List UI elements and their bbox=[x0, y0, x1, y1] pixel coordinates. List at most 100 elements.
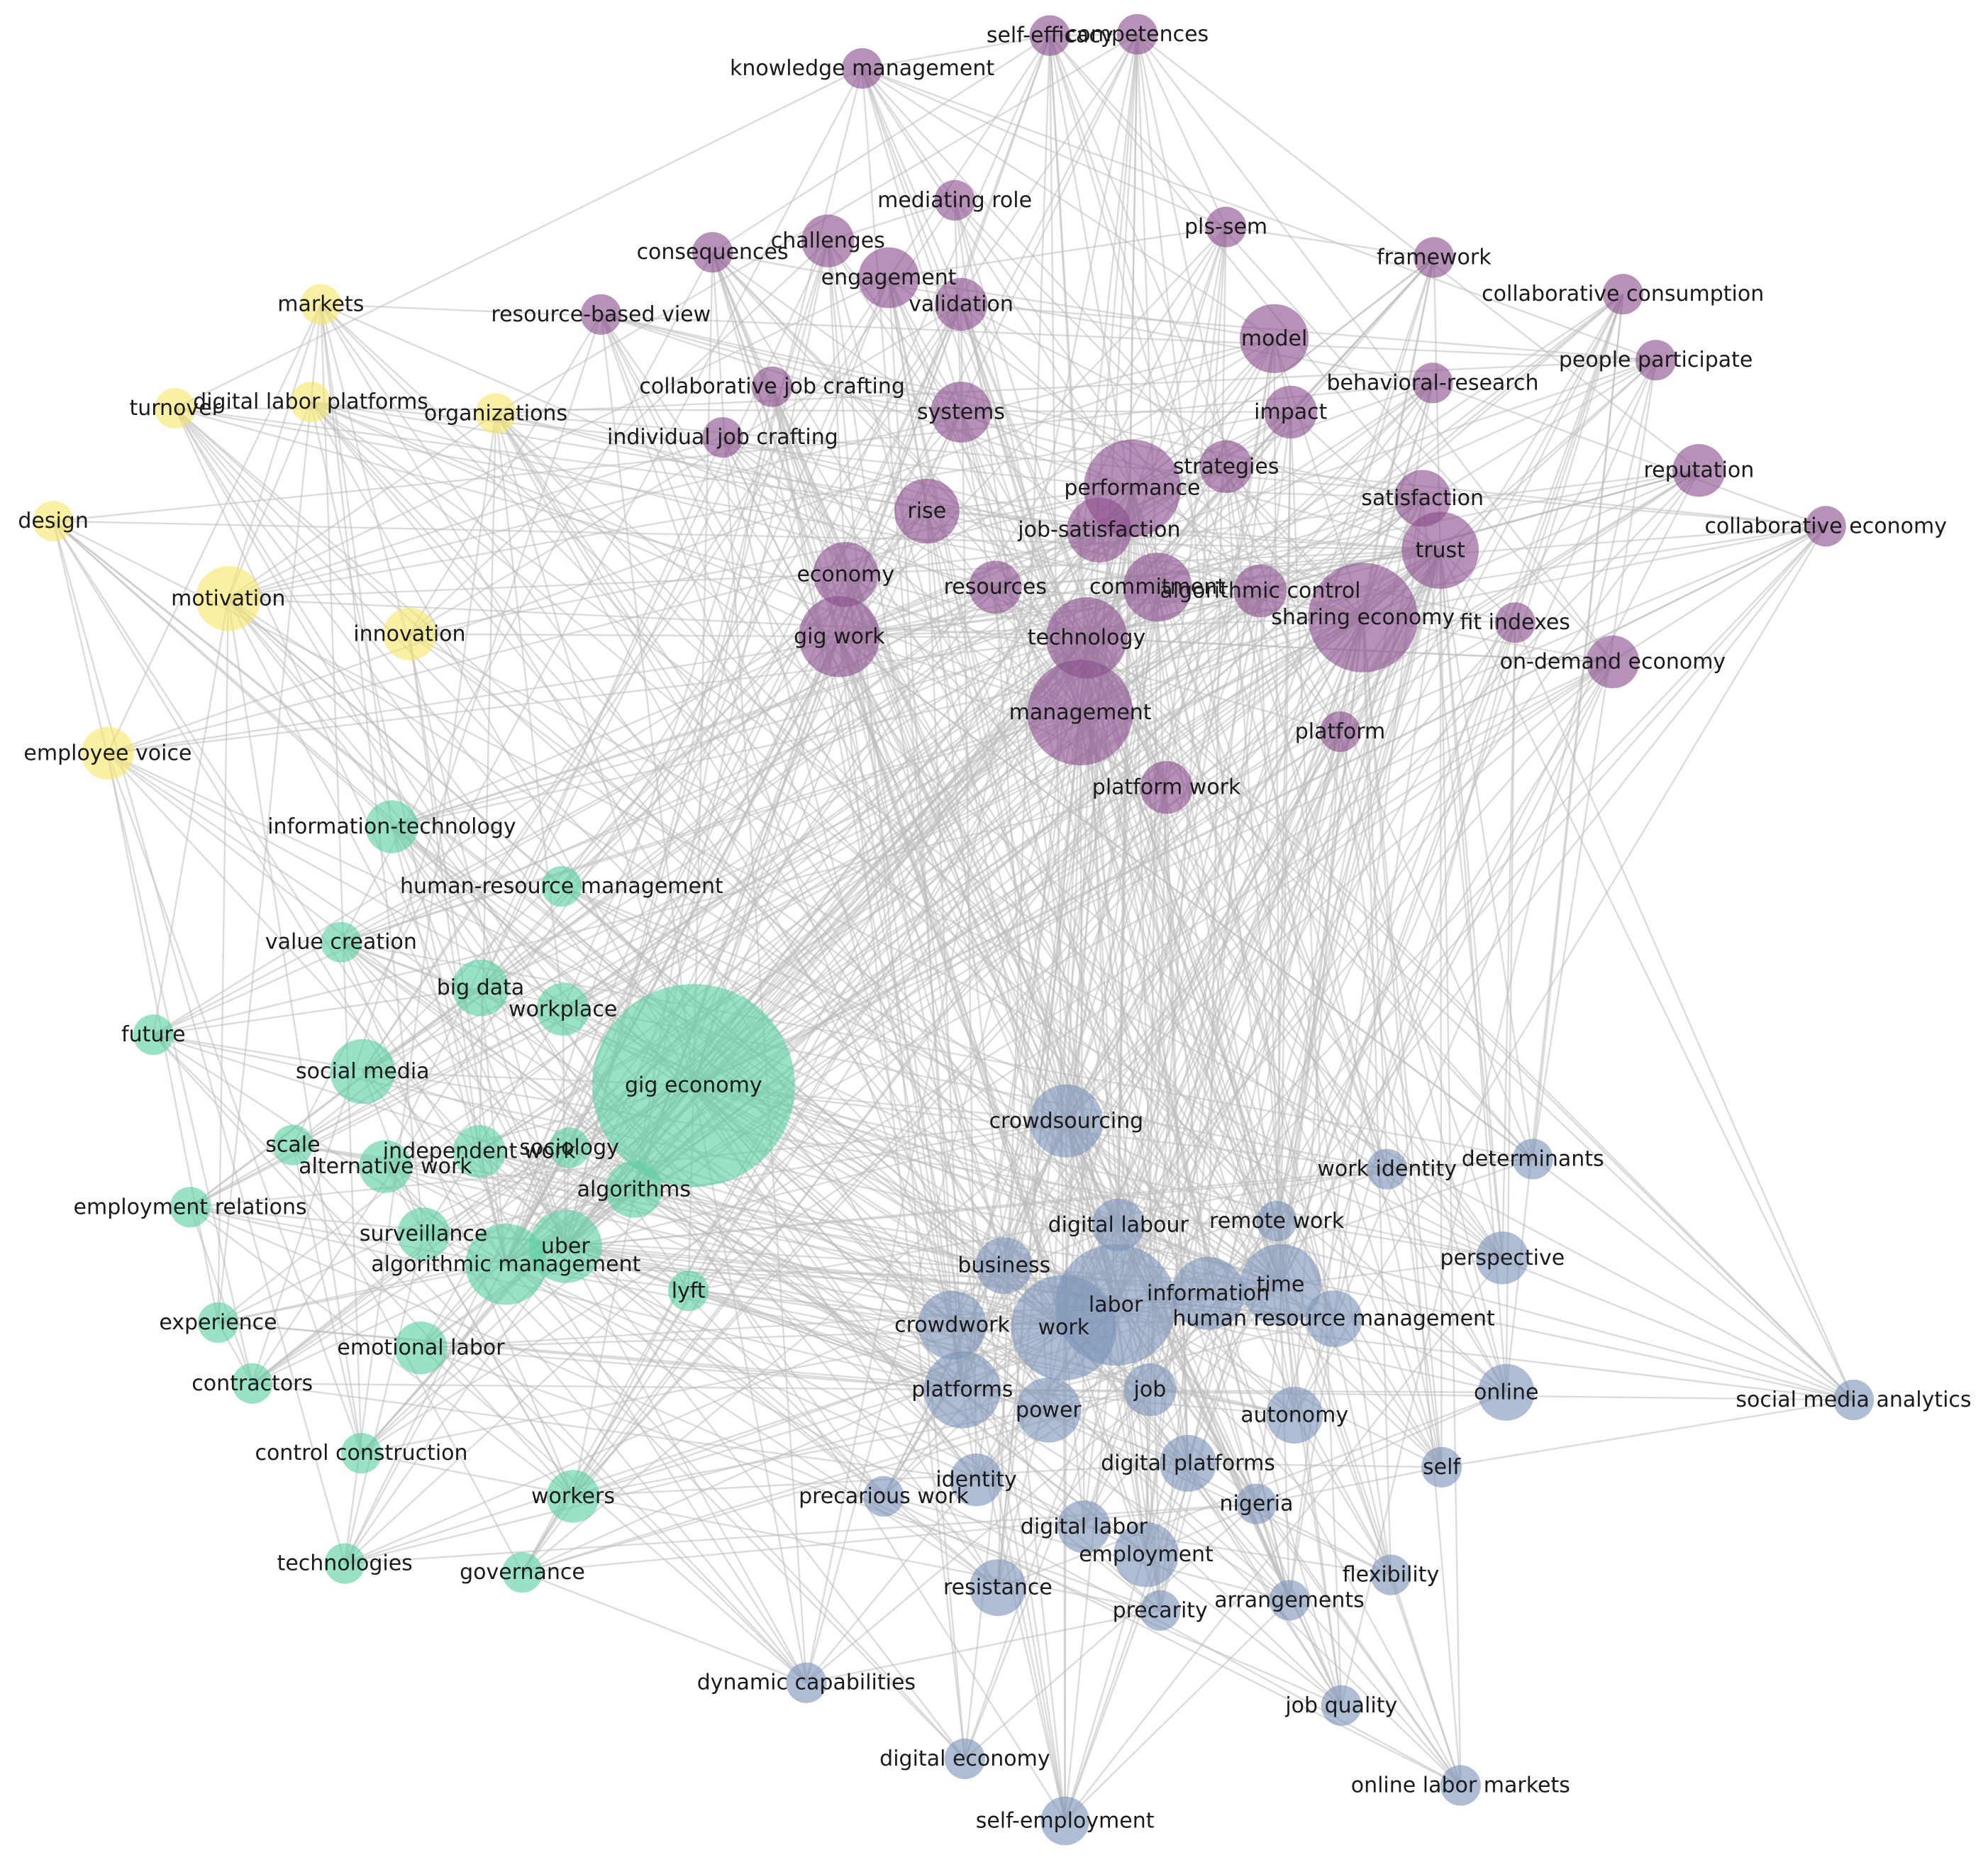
edge bbox=[106, 753, 362, 1454]
node-label-organizations: organizations bbox=[424, 401, 567, 426]
node-label-digital-platforms: digital platforms bbox=[1101, 1451, 1275, 1475]
node-label-reputation: reputation bbox=[1643, 458, 1754, 483]
node-label-information-technology: information-technology bbox=[267, 814, 516, 839]
edge bbox=[1064, 1121, 1067, 1822]
node-collaborative-economy bbox=[1805, 506, 1846, 547]
edge bbox=[1064, 1463, 1189, 1822]
edge bbox=[174, 407, 1065, 1329]
node-label-algorithmic-management: algorithmic management bbox=[371, 1252, 640, 1277]
edge bbox=[227, 598, 977, 1480]
node-layer bbox=[33, 13, 1875, 1846]
node-label-control-construction: control construction bbox=[255, 1441, 467, 1466]
node-employee-voice bbox=[81, 726, 135, 780]
edge bbox=[1064, 1305, 1117, 1822]
edge bbox=[189, 1206, 963, 1391]
node-label-knowledge-management: knowledge management bbox=[730, 56, 994, 81]
edge bbox=[693, 1085, 1290, 1601]
node-alternative-work bbox=[359, 1140, 412, 1193]
edge bbox=[152, 1034, 807, 1684]
node-label-turnover: turnover bbox=[129, 396, 221, 421]
node-label-business: business bbox=[957, 1253, 1050, 1278]
edge bbox=[960, 304, 1443, 1468]
node-rise bbox=[894, 478, 960, 544]
node-competences bbox=[1116, 13, 1158, 55]
edge bbox=[320, 304, 1065, 1329]
node-label-self: self bbox=[1423, 1455, 1461, 1480]
node-governance bbox=[501, 1552, 543, 1593]
edge bbox=[420, 1347, 807, 1684]
node-label-digital-labour: digital labour bbox=[1048, 1212, 1189, 1237]
edge bbox=[153, 1034, 1854, 1401]
node-label-satisfaction: satisfaction bbox=[1361, 486, 1484, 511]
edge bbox=[505, 304, 962, 1265]
node-label-labor: labor bbox=[1089, 1292, 1143, 1317]
edge bbox=[174, 67, 863, 409]
edge bbox=[1432, 382, 1826, 528]
edge bbox=[495, 359, 1656, 414]
edge bbox=[189, 1206, 574, 1497]
edge bbox=[1159, 550, 1441, 1611]
node-label-model: model bbox=[1241, 326, 1307, 351]
node-label-alternative-work: alternative work bbox=[299, 1154, 472, 1179]
edge bbox=[601, 314, 1423, 499]
node-model bbox=[1240, 304, 1309, 373]
edge bbox=[521, 590, 1261, 1573]
edge bbox=[494, 413, 1343, 1707]
edge bbox=[1159, 257, 1435, 1611]
edge bbox=[711, 35, 1050, 253]
node-work bbox=[1011, 1275, 1117, 1380]
edge bbox=[827, 240, 1066, 1822]
node-pls-sem bbox=[1206, 206, 1247, 248]
node-label-uber: uber bbox=[541, 1234, 591, 1259]
node-label-work: work bbox=[1038, 1315, 1089, 1340]
node-label-motivation: motivation bbox=[171, 586, 285, 611]
node-workers bbox=[546, 1470, 600, 1523]
node-label-social-media: social media bbox=[296, 1059, 430, 1084]
edge bbox=[189, 1207, 253, 1384]
node-challenges bbox=[801, 214, 855, 267]
edge bbox=[806, 1283, 1282, 1684]
node-perspective bbox=[1476, 1231, 1529, 1285]
edge bbox=[861, 67, 956, 201]
edge bbox=[292, 586, 996, 1146]
node-label-collaborative-economy: collaborative economy bbox=[1704, 514, 1947, 538]
edge bbox=[340, 941, 966, 1760]
node-markets bbox=[300, 284, 341, 325]
edge bbox=[1085, 638, 1161, 1611]
node-organizations bbox=[475, 393, 516, 434]
edge bbox=[391, 826, 564, 1010]
node-label-emotional-labor: emotional labor bbox=[337, 1336, 505, 1361]
node-business bbox=[975, 1237, 1033, 1295]
node-label-scale: scale bbox=[265, 1133, 320, 1158]
node-reputation bbox=[1672, 444, 1726, 497]
node-on-demand-economy bbox=[1586, 635, 1640, 689]
node-label-employment: employment bbox=[1079, 1542, 1214, 1567]
edge bbox=[1086, 637, 1855, 1401]
edge bbox=[107, 487, 1133, 755]
edge bbox=[838, 636, 963, 1390]
node-scale bbox=[272, 1124, 313, 1165]
edge bbox=[479, 1151, 1005, 1267]
node-label-technology: technology bbox=[1028, 626, 1146, 650]
edge bbox=[562, 637, 1087, 1010]
edge bbox=[227, 598, 567, 1247]
node-label-work-identity: work identity bbox=[1317, 1157, 1457, 1182]
node-label-power: power bbox=[1016, 1397, 1082, 1422]
edge bbox=[420, 637, 1087, 1349]
node-employment bbox=[1114, 1522, 1179, 1588]
edge bbox=[1501, 622, 1516, 1258]
edge bbox=[961, 1389, 1147, 1556]
node-job-quality bbox=[1321, 1685, 1362, 1726]
edge bbox=[321, 303, 1656, 361]
edge bbox=[409, 487, 1133, 635]
edge bbox=[52, 520, 1050, 1411]
node-crowdsourcing bbox=[1029, 1084, 1103, 1158]
edge bbox=[862, 67, 1227, 228]
node-label-information: information bbox=[1147, 1281, 1270, 1306]
node-label-design: design bbox=[18, 509, 89, 533]
edge bbox=[340, 637, 1087, 943]
node-label-time: time bbox=[1257, 1272, 1305, 1297]
node-label-management: management bbox=[1009, 700, 1152, 725]
node-label-precarious-work: precarious work bbox=[799, 1484, 969, 1509]
node-information bbox=[1172, 1256, 1245, 1330]
